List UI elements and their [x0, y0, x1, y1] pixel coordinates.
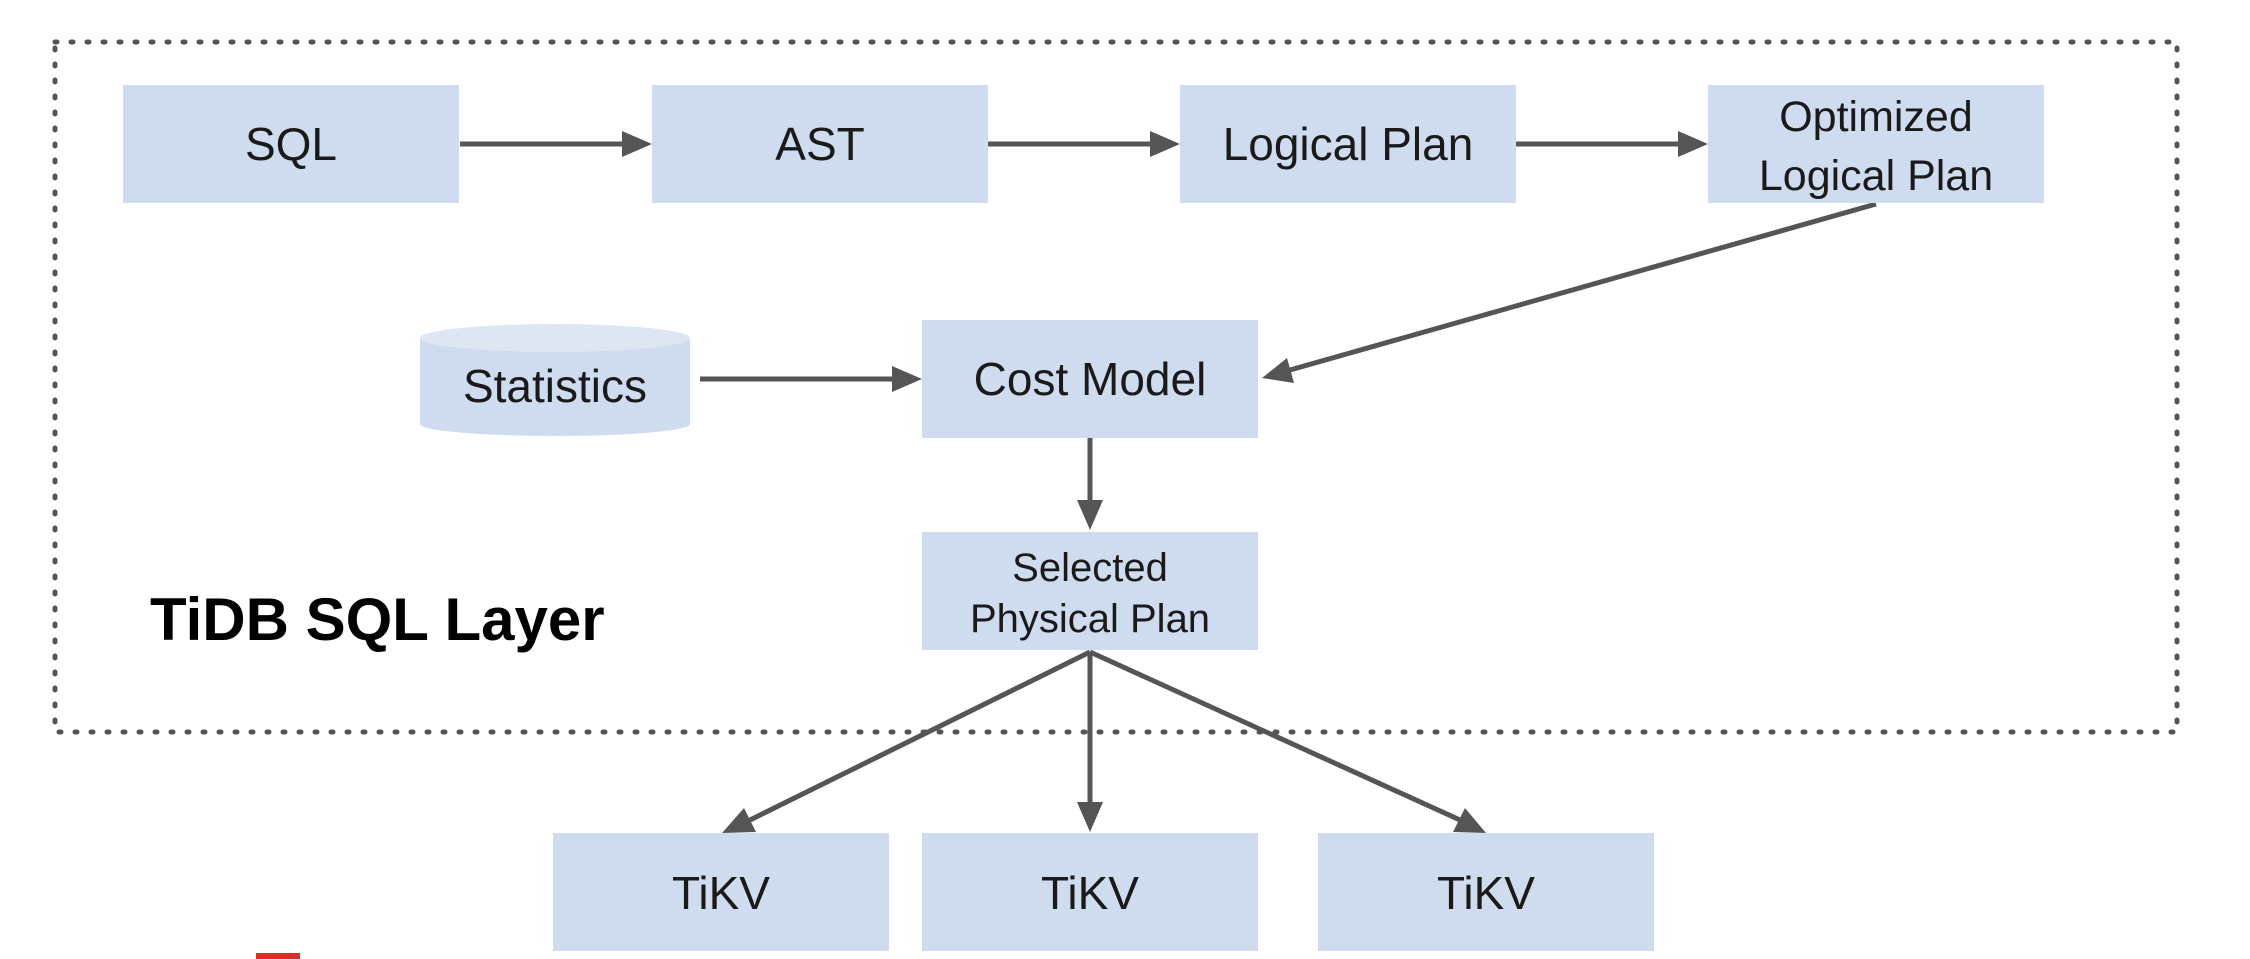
node-logical-plan: Logical Plan — [1180, 85, 1516, 203]
edge-sql-to-ast — [460, 131, 652, 157]
svg-text:Selected: Selected — [1012, 546, 1168, 590]
edge-statistics-to-cost-model — [700, 366, 922, 392]
node-sql: SQL — [123, 85, 459, 203]
svg-text:Logical Plan: Logical Plan — [1223, 118, 1474, 170]
node-statistics: Statistics — [420, 324, 690, 436]
edge-cost-model-to-selected-plan — [1077, 438, 1103, 530]
edge-ast-to-logical-plan — [988, 131, 1180, 157]
edge-logical-plan-to-optimized — [1516, 131, 1708, 157]
svg-text:Optimized: Optimized — [1779, 93, 1973, 141]
node-ast: AST — [652, 85, 988, 203]
sql-layer-boundary — [52, 39, 2180, 735]
edge-optimized-to-cost-model — [1262, 201, 1877, 383]
node-tikv-3: TiKV — [1318, 833, 1654, 951]
edge-selected-plan-to-tikv-3 — [1088, 649, 1486, 833]
node-optimized-logical-plan: Optimized Logical Plan — [1708, 85, 2044, 203]
svg-text:TiKV: TiKV — [1437, 867, 1535, 919]
node-tikv-2: TiKV — [922, 833, 1258, 951]
svg-text:TiKV: TiKV — [672, 867, 770, 919]
node-cost-model: Cost Model — [922, 320, 1258, 438]
svg-text:Physical Plan: Physical Plan — [970, 597, 1210, 641]
svg-text:Cost Model: Cost Model — [974, 353, 1207, 405]
layer-label: TiDB SQL Layer — [150, 586, 605, 653]
svg-text:SQL: SQL — [245, 118, 337, 170]
edge-selected-plan-to-tikv-2 — [1077, 652, 1103, 832]
node-tikv-1: TiKV — [553, 833, 889, 951]
svg-text:AST: AST — [775, 118, 864, 170]
node-selected-physical-plan: Selected Physical Plan — [922, 532, 1258, 650]
svg-text:TiKV: TiKV — [1041, 867, 1139, 919]
edge-selected-plan-to-tikv-1 — [722, 649, 1092, 833]
svg-text:Logical Plan: Logical Plan — [1759, 152, 1993, 200]
red-logo-fragment — [256, 953, 300, 959]
svg-text:Statistics: Statistics — [463, 360, 647, 412]
